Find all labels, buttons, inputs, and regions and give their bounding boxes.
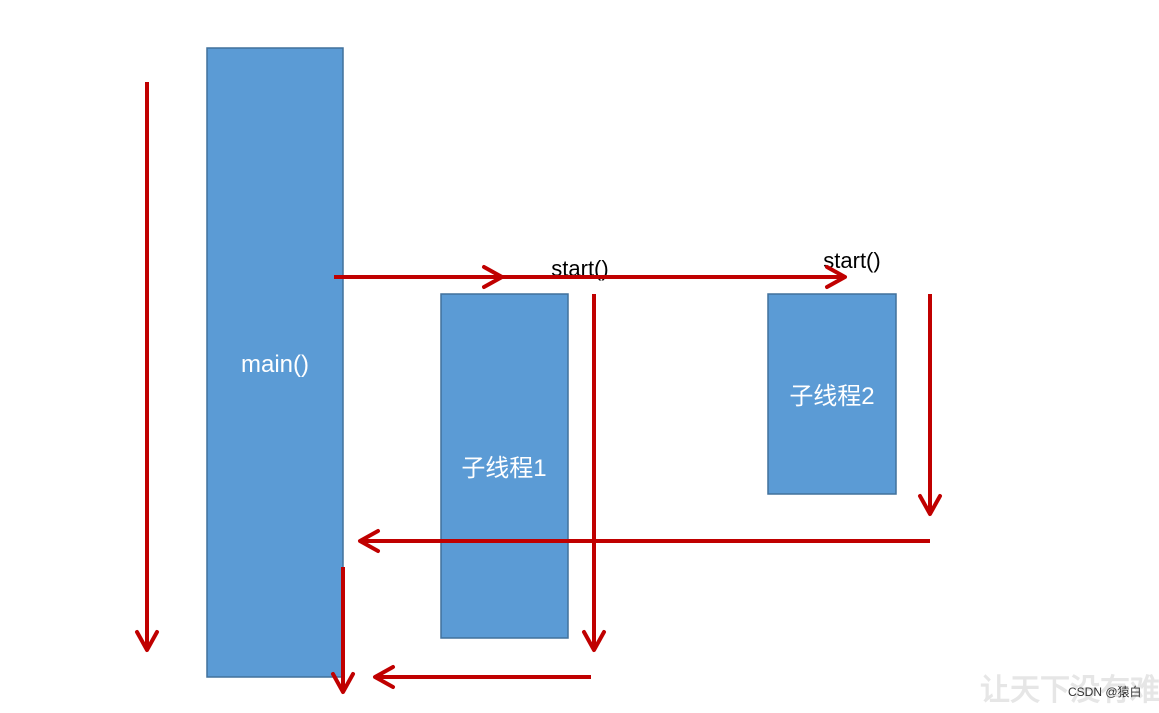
thread-1-return-arrowhead	[373, 665, 395, 689]
main-continue-arrowhead	[331, 672, 355, 694]
child-thread-1-box: 子线程1	[440, 293, 569, 639]
spawn-thread-2-arrowhead	[825, 265, 847, 289]
main-timeline-arrowhead	[135, 630, 159, 652]
child-thread-2-label: 子线程2	[789, 383, 874, 410]
main-box: main()	[206, 47, 344, 678]
watermark: 让天下没有难	[980, 673, 1159, 708]
csdn-credit: CSDN @猿白	[1068, 684, 1142, 699]
thread-2-return-arrowhead	[358, 529, 380, 553]
main-box-rect	[206, 47, 344, 678]
main-box-label: main()	[241, 351, 309, 378]
child-thread-2-rect	[767, 293, 897, 495]
thread-2-timeline-arrowhead	[918, 494, 942, 516]
arrows	[135, 82, 942, 694]
thread-1-timeline-arrowhead	[582, 630, 606, 652]
child-thread-1-label: 子线程1	[461, 455, 546, 482]
child-thread-1-rect	[440, 293, 569, 639]
watermark-text: 让天下没有难	[980, 673, 1159, 708]
child-thread-2-box: 子线程2	[767, 293, 897, 495]
